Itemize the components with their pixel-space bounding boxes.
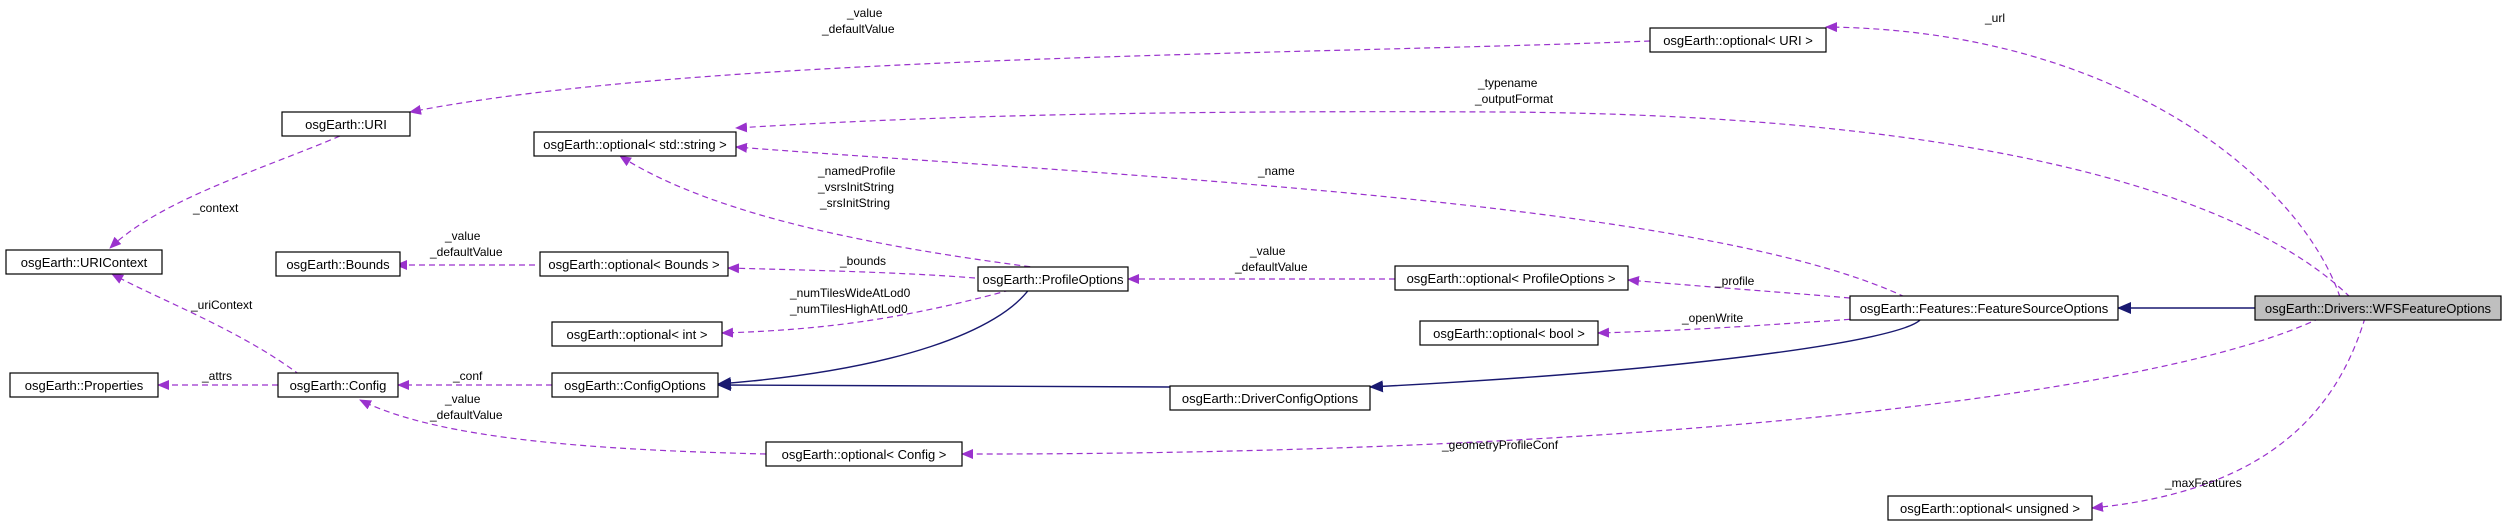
node-label: osgEarth::optional< Config > [782, 447, 947, 462]
edge-url [1825, 22, 2341, 298]
node-label: osgEarth::Bounds [286, 257, 390, 272]
node-label: osgEarth::optional< ProfileOptions > [1407, 271, 1616, 286]
edge-label: _defaultValue [1234, 260, 1308, 274]
node-wfs-feature-options[interactable]: osgEarth::Drivers::WFSFeatureOptions [2254, 295, 2502, 321]
edge-openwrite [1597, 317, 1871, 338]
edge-num-tiles [721, 289, 1011, 338]
edge-bounds [727, 263, 976, 279]
edge-label: _profile [1714, 274, 1755, 288]
edge-label: _openWrite [1681, 311, 1743, 325]
edge-label: _uriContext [190, 298, 253, 312]
edge-label: _value [1249, 244, 1286, 258]
node-config[interactable]: osgEarth::Config [277, 372, 399, 398]
edge-label: _defaultValue [429, 245, 503, 259]
node-label: osgEarth::optional< int > [567, 327, 708, 342]
node-label: osgEarth::URIContext [21, 255, 148, 270]
node-uri-context[interactable]: osgEarth::URIContext [5, 249, 163, 275]
node-feature-source-options[interactable]: osgEarth::Features::FeatureSourceOptions [1849, 295, 2119, 321]
node-label: osgEarth::optional< bool > [1433, 326, 1585, 341]
edge-value-config [359, 399, 767, 455]
node-properties[interactable]: osgEarth::Properties [9, 372, 159, 398]
node-optional-string[interactable]: osgEarth::optional< std::string > [533, 131, 737, 157]
node-label: osgEarth::Properties [25, 378, 144, 393]
edge-label: _conf [452, 369, 483, 383]
edge-label: _context [192, 201, 239, 215]
node-label: osgEarth::optional< URI > [1663, 33, 1813, 48]
node-optional-int[interactable]: osgEarth::optional< int > [551, 321, 723, 347]
node-label: osgEarth::Features::FeatureSourceOptions [1860, 301, 2109, 316]
node-bounds[interactable]: osgEarth::Bounds [275, 251, 401, 277]
node-label: osgEarth::optional< Bounds > [548, 257, 719, 272]
node-uri[interactable]: osgEarth::URI [281, 111, 411, 137]
node-optional-uri[interactable]: osgEarth::optional< URI > [1649, 27, 1827, 53]
node-config-options[interactable]: osgEarth::ConfigOptions [551, 372, 719, 398]
edge-label: _value [444, 392, 481, 406]
edge-label: _attrs [201, 369, 232, 383]
node-optional-bool[interactable]: osgEarth::optional< bool > [1419, 320, 1599, 346]
edge-profile [1627, 275, 1851, 299]
node-label: osgEarth::Drivers::WFSFeatureOptions [2265, 301, 2492, 316]
node-optional-unsigned[interactable]: osgEarth::optional< unsigned > [1887, 495, 2093, 521]
node-profile-options[interactable]: osgEarth::ProfileOptions [977, 266, 1129, 292]
edge-label: _value [846, 6, 883, 20]
edge-value-uri [409, 40, 1651, 115]
edge-label: _numTilesWideAtLod0 [789, 286, 911, 300]
node-optional-profile-options[interactable]: osgEarth::optional< ProfileOptions > [1394, 265, 1629, 291]
node-optional-config[interactable]: osgEarth::optional< Config > [765, 441, 963, 467]
edge-label: _typename [1477, 76, 1538, 90]
edge-label: _defaultValue [429, 408, 503, 422]
edge-label: _srsInitString [819, 196, 890, 210]
node-label: osgEarth::optional< unsigned > [1900, 501, 2080, 516]
node-label: osgEarth::URI [305, 117, 387, 132]
edge-label: _outputFormat [1474, 92, 1554, 106]
edge-uricontext [111, 273, 301, 376]
edge-label: _numTilesHighAtLod0 [789, 302, 908, 316]
edge-label: _geometryProfileConf [1441, 438, 1559, 452]
node-label: osgEarth::optional< std::string > [543, 137, 727, 152]
edge-driverconfig-inherits-configopts [717, 379, 1171, 392]
edge-label: _maxFeatures [2164, 476, 2242, 490]
edge-label: _name [1257, 164, 1295, 178]
edge-profileopts-inherits-configopts [717, 287, 1031, 389]
node-label: osgEarth::Config [290, 378, 387, 393]
edge-geometry [961, 317, 2321, 460]
edge-fso-inherits-driverconfig [1369, 319, 1921, 393]
edge-label: _defaultValue [821, 22, 895, 36]
edge-label: _url [1984, 11, 2005, 25]
edge-label: _bounds [839, 254, 886, 268]
node-driver-config-options[interactable]: osgEarth::DriverConfigOptions [1169, 385, 1371, 411]
edge-label: _namedProfile [817, 164, 896, 178]
edge-name [735, 142, 1906, 298]
node-label: osgEarth::DriverConfigOptions [1182, 391, 1359, 406]
node-label: osgEarth::ConfigOptions [564, 378, 706, 393]
node-label: osgEarth::ProfileOptions [983, 272, 1124, 287]
node-optional-bounds[interactable]: osgEarth::optional< Bounds > [539, 251, 729, 277]
edge-label: _vsrsInitString [817, 180, 894, 194]
edge-typename [735, 111, 2351, 298]
edge-maxfeatures [2091, 317, 2366, 512]
edge-context [109, 135, 341, 249]
edge-label: _value [444, 229, 481, 243]
